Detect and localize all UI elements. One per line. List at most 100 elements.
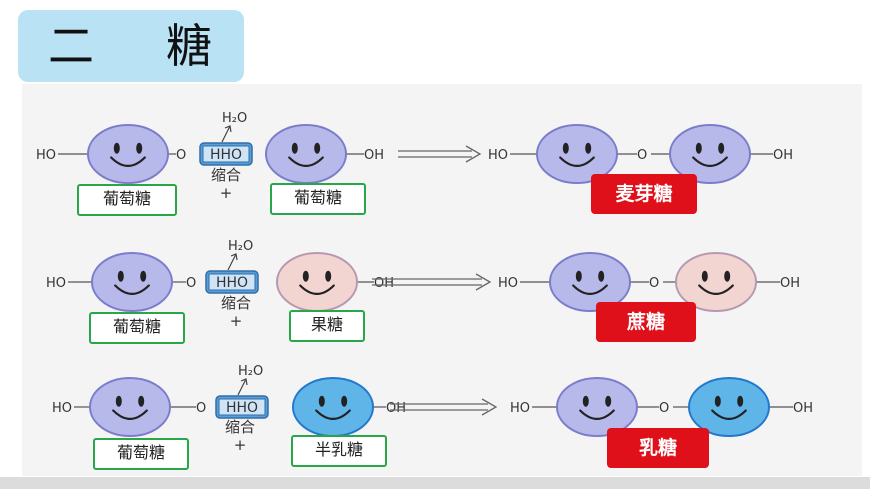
row3-product-unit1-mouth <box>579 409 615 420</box>
row1-product-unit2-eye-right <box>718 142 725 154</box>
row2-condition: 缩合+ <box>220 294 251 330</box>
row1-condition: 缩合+ <box>210 166 241 202</box>
row2-water-arrow <box>227 253 237 271</box>
row2-left-o: O <box>186 276 196 291</box>
row2-mono1-molecule-eye-left <box>117 270 124 282</box>
row1-reaction-arrow-head <box>465 145 482 163</box>
row2-product-unit2 <box>675 252 757 312</box>
row2-product-unit2-eye-left <box>701 270 708 282</box>
row1-product-unit2 <box>669 124 751 184</box>
row3-reaction-arrow-head <box>481 398 498 416</box>
row2-mono1-label: 葡萄糖 <box>89 312 185 344</box>
row3-product-unit2-mouth <box>711 409 747 420</box>
row1-water-arrow <box>221 125 231 143</box>
row3-product-unit2-eye-right <box>737 395 744 407</box>
row1-mono1-label: 葡萄糖 <box>77 184 177 216</box>
row1-product-unit1-eye-left <box>562 142 569 154</box>
row1-product-unit1-mouth <box>559 156 595 167</box>
row2-product-ho: HO <box>498 276 518 291</box>
row2-product-unit1-eye-right <box>598 270 605 282</box>
row2-mono2-molecule-mouth <box>299 284 335 295</box>
row1-mono2-molecule <box>265 124 347 184</box>
row3-mono1-label: 葡萄糖 <box>93 438 189 470</box>
row2-hho-inner <box>208 273 256 291</box>
row1-product-unit1 <box>536 124 618 184</box>
row1-product-oh: OH <box>773 148 793 163</box>
row3-right-oh: OH <box>386 401 406 416</box>
row3-mono1-molecule-eye-left <box>115 395 122 407</box>
row3-mono2-molecule <box>292 377 374 437</box>
row3-condition: 缩合+ <box>224 418 255 454</box>
row2-product-unit2-mouth <box>698 284 734 295</box>
title-main: 二 <box>48 19 96 73</box>
row3-hho-text: HHO <box>226 400 258 416</box>
row2-mono1-molecule <box>91 252 173 312</box>
row3-mono1-molecule <box>89 377 171 437</box>
row3-product-o: O <box>659 401 669 416</box>
row1-water-label: H₂O <box>222 111 247 126</box>
row1-product-unit2-mouth <box>692 156 728 167</box>
row1-product-ho: HO <box>488 148 508 163</box>
row3-mono1-molecule-mouth <box>112 409 148 420</box>
row1-mono2-molecule-mouth <box>288 156 324 167</box>
row2-reaction-arrow-head <box>475 273 492 291</box>
row2-product-unit1-eye-left <box>575 270 582 282</box>
row2-water-arrow-head <box>230 253 238 261</box>
row2-left-ho: HO <box>46 276 66 291</box>
row3-mono1-molecule-eye-right <box>138 395 145 407</box>
row2-mono2-label: 果糖 <box>289 310 365 342</box>
row2-product-unit1-mouth <box>572 284 608 295</box>
row3-product-unit1 <box>556 377 638 437</box>
row2-product-unit2-eye-right <box>724 270 731 282</box>
row2-mono1-molecule-mouth <box>114 284 150 295</box>
row1-hho-inner <box>202 145 250 163</box>
row3-product-label: 乳糖 <box>607 428 709 468</box>
row2-product-unit1 <box>549 252 631 312</box>
row1-water-arrow-head <box>224 125 232 133</box>
row3-water-arrow <box>237 378 247 396</box>
row2-mono2-molecule-eye-left <box>302 270 309 282</box>
row1-product-unit2-eye-left <box>695 142 702 154</box>
row2-product-oh: OH <box>780 276 800 291</box>
row2-right-oh: OH <box>374 276 394 291</box>
row1-mono2-label: 葡萄糖 <box>270 183 366 215</box>
row2-product-label: 蔗糖 <box>596 302 696 342</box>
row2-hho-text: HHO <box>216 275 248 291</box>
row1-product-o: O <box>637 148 647 163</box>
row1-mono2-molecule-eye-right <box>314 142 321 154</box>
row3-water-label: H₂O <box>238 364 263 379</box>
row3-product-unit2-eye-left <box>714 395 721 407</box>
row1-mono2-molecule-eye-left <box>291 142 298 154</box>
bottom-bar <box>0 477 870 489</box>
row1-right-oh: OH <box>364 148 384 163</box>
row3-left-ho: HO <box>52 401 72 416</box>
row3-mono2-molecule-mouth <box>315 409 351 420</box>
row2-water-label: H₂O <box>228 239 253 254</box>
row2-product-o: O <box>649 276 659 291</box>
row3-hho-inner <box>218 398 266 416</box>
row3-product-unit2 <box>688 377 770 437</box>
row1-mono1-molecule-eye-left <box>113 142 120 154</box>
row3-product-oh: OH <box>793 401 813 416</box>
row1-mono1-molecule <box>87 124 169 184</box>
row1-product-label: 麦芽糖 <box>591 174 697 214</box>
row3-mono2-molecule-eye-right <box>341 395 348 407</box>
row3-product-unit1-eye-left <box>582 395 589 407</box>
row3-product-unit1-eye-right <box>605 395 612 407</box>
row3-left-o: O <box>196 401 206 416</box>
row3-product-ho: HO <box>510 401 530 416</box>
row2-mono2-molecule <box>276 252 358 312</box>
title-sub: 糖 <box>166 19 214 73</box>
row1-mono1-molecule-mouth <box>110 156 146 167</box>
row2-mono1-molecule-eye-right <box>140 270 147 282</box>
slide-title: 二糖 <box>48 20 214 72</box>
row1-product-unit1-eye-right <box>585 142 592 154</box>
row3-mono2-label: 半乳糖 <box>291 435 387 467</box>
row3-mono2-molecule-eye-left <box>318 395 325 407</box>
row3-water-arrow-head <box>240 378 248 386</box>
row1-hho-text: HHO <box>210 147 242 163</box>
row2-mono2-molecule-eye-right <box>325 270 332 282</box>
row1-left-ho: HO <box>36 148 56 163</box>
row1-mono1-molecule-eye-right <box>136 142 143 154</box>
